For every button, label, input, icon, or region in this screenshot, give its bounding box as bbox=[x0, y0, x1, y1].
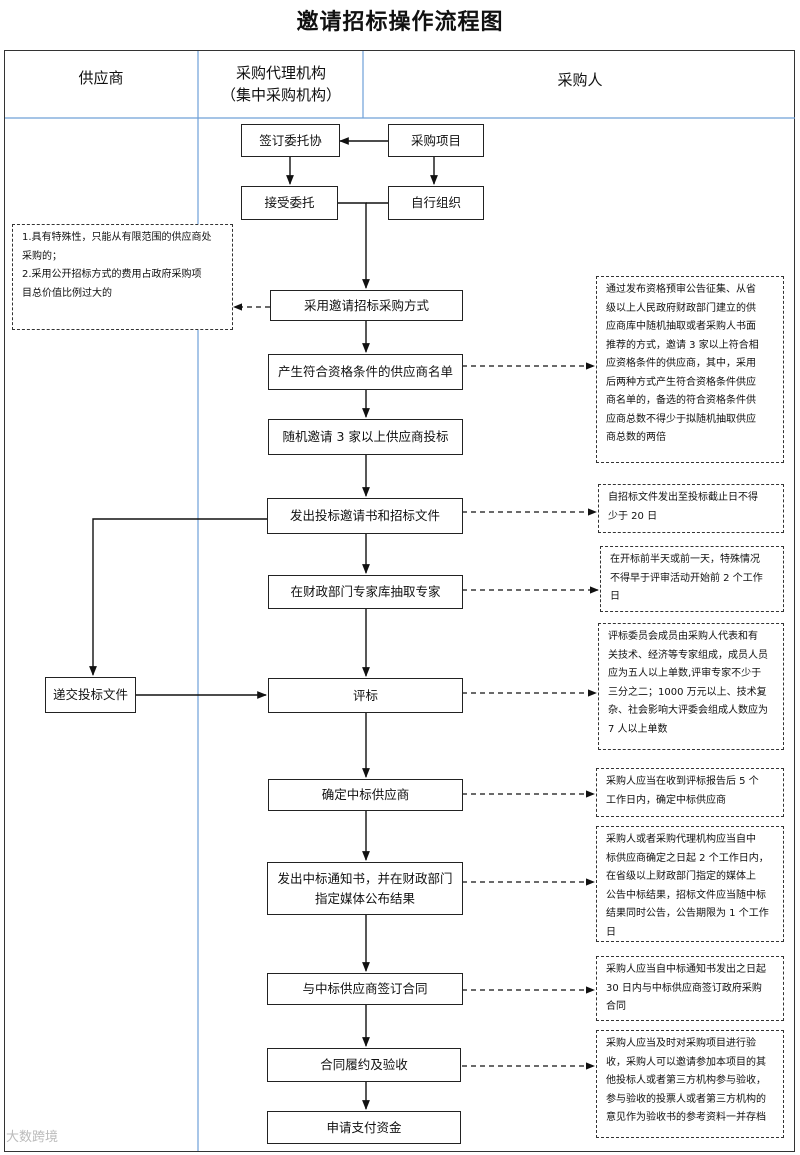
box-determine-winner: 确定中标供应商 bbox=[268, 779, 463, 811]
note-line: 应为五人以上单数,评审专家不少于 bbox=[608, 668, 762, 679]
note-line: 采购人应当及时对采购项目进行验 bbox=[606, 1038, 756, 1049]
watermark: 大数跨境 bbox=[6, 1130, 59, 1145]
page-title: 邀请招标操作流程图 bbox=[296, 10, 504, 35]
note-line: 结果同时公告，公告期限为 1 个工作 bbox=[606, 908, 769, 919]
note-line: 采购人或者采购代理机构应当自中 bbox=[606, 834, 756, 845]
note-line: 不得早于评审活动开始前 2 个工作 bbox=[610, 572, 763, 584]
box-supplier-list: 产生符合资格条件的供应商名单 bbox=[268, 354, 463, 390]
note-line: 少于 20 日 bbox=[608, 510, 658, 522]
note-line: 标供应商确定之日起 2 个工作日内， bbox=[606, 852, 769, 864]
note-line: 关技术、经济等专家组成，成员人员 bbox=[608, 649, 768, 661]
note-line: 他投标人或者第三方机构参与验收， bbox=[606, 1075, 766, 1086]
box-notify-winner-line1: 发出中标通知书，并在财政部门 bbox=[277, 870, 453, 886]
box-purchase-project: 采购项目 bbox=[388, 124, 484, 157]
box-notify-winner-line2: 指定媒体公布结果 bbox=[314, 890, 415, 906]
note-line: 日 bbox=[610, 591, 620, 602]
note-line: 采购人应当在收到评标报告后 5 个 bbox=[606, 776, 759, 787]
box-sign-contract: 与中标供应商签订合同 bbox=[267, 973, 463, 1005]
box-notify-winner: 发出中标通知书，并在财政部门 指定媒体公布结果 bbox=[267, 862, 463, 915]
diagram-frame bbox=[4, 50, 795, 1152]
note-line: 三分之二；1000 万元以上、技术复 bbox=[608, 686, 767, 698]
note-line: 收，采购人可以邀请参加本项目的其 bbox=[606, 1056, 766, 1068]
note-line: 自招标文件发出至投标截止日不得 bbox=[608, 492, 758, 503]
note-notify: 采购人或者采购代理机构应当自中 标供应商确定之日起 2 个工作日内， 在省级以上… bbox=[596, 826, 784, 942]
note-deadline: 自招标文件发出至投标截止日不得 少于 20 日 bbox=[598, 484, 784, 533]
note-line: 合同 bbox=[606, 1001, 626, 1012]
note-line: 30 日内与中标供应商签订政府采购 bbox=[606, 982, 762, 994]
note-conditions: 1.具有特殊性，只能从有限范围的供应商处 采购的； 2.采用公开招标方式的费用占… bbox=[12, 224, 233, 330]
note-acceptance: 采购人应当及时对采购项目进行验 收，采购人可以邀请参加本项目的其 他投标人或者第… bbox=[596, 1030, 784, 1138]
note-line: 1.具有特殊性，只能从有限范围的供应商处 bbox=[22, 232, 212, 243]
note-line: 应资格条件的供应商，其中，采用 bbox=[606, 358, 756, 369]
note-line: 参与验收的投票人或者第三方机构的 bbox=[606, 1093, 766, 1105]
note-line: 日 bbox=[606, 926, 616, 938]
note-line: 7 人以上单数 bbox=[608, 723, 668, 735]
note-line: 级以上人民政府财政部门建立的供 bbox=[606, 302, 756, 314]
note-line: 商名单的，备选的符合资格条件供 bbox=[606, 395, 756, 406]
note-line: 推荐的方式，邀请 3 家以上符合相 bbox=[606, 339, 759, 351]
note-line: 工作日内，确定中标供应商 bbox=[606, 794, 726, 806]
note-winner: 采购人应当在收到评标报告后 5 个 工作日内，确定中标供应商 bbox=[596, 768, 784, 817]
note-line: 应商库中随机抽取或者采购人书面 bbox=[606, 321, 756, 332]
note-evaluate: 评标委员会成员由采购人代表和有 关技术、经济等专家组成，成员人员 应为五人以上单… bbox=[598, 623, 784, 750]
column-agency-line2: （集中采购机构） bbox=[220, 86, 341, 104]
note-line: 意见作为验收书的参考资料一并存档 bbox=[606, 1112, 766, 1123]
column-purchaser: 采购人 bbox=[557, 71, 603, 89]
note-line: 评标委员会成员由采购人代表和有 bbox=[608, 631, 758, 642]
box-draw-experts: 在财政部门专家库抽取专家 bbox=[268, 575, 463, 609]
note-line: 商总数的两倍 bbox=[606, 432, 666, 443]
note-line: 通过发布资格预审公告征集、从省 bbox=[606, 284, 756, 295]
note-line: 杂、社会影响大评委会组成人数应为 bbox=[608, 705, 768, 716]
box-accept-entrust: 接受委托 bbox=[241, 186, 338, 220]
arrow-merge bbox=[338, 202, 370, 289]
note-line: 采购的； bbox=[22, 250, 62, 262]
note-contract: 采购人应当自中标通知书发出之日起 30 日内与中标供应商签订政府采购 合同 bbox=[596, 956, 784, 1021]
note-line: 应商总数不得少于拟随机抽取供应 bbox=[606, 413, 756, 425]
box-sign-entrust: 签订委托协 bbox=[241, 124, 340, 157]
column-supplier: 供应商 bbox=[78, 69, 124, 87]
box-submit-bid: 递交投标文件 bbox=[45, 677, 136, 713]
column-agency: 采购代理机构 （集中采购机构） bbox=[200, 62, 362, 106]
box-apply-payment: 申请支付资金 bbox=[267, 1111, 461, 1144]
note-line: 后两种方式产生符合资格条件供应 bbox=[606, 376, 756, 388]
note-supplier-list: 通过发布资格预审公告征集、从省 级以上人民政府财政部门建立的供 应商库中随机抽取… bbox=[596, 276, 784, 463]
box-adopt-method: 采用邀请招标采购方式 bbox=[270, 290, 463, 321]
box-self-organize: 自行组织 bbox=[388, 186, 484, 220]
note-line: 2.采用公开招标方式的费用占政府采购项 bbox=[22, 269, 202, 280]
box-perform-accept: 合同履约及验收 bbox=[267, 1048, 461, 1082]
note-line: 公告中标结果，招标文件应当随中标 bbox=[606, 889, 766, 901]
box-evaluate: 评标 bbox=[268, 678, 463, 713]
column-agency-line1: 采购代理机构 bbox=[235, 64, 326, 82]
box-random-invite: 随机邀请 3 家以上供应商投标 bbox=[268, 419, 463, 455]
note-line: 在开标前半天或前一天，特殊情况 bbox=[610, 554, 760, 565]
note-experts: 在开标前半天或前一天，特殊情况 不得早于评审活动开始前 2 个工作 日 bbox=[600, 546, 784, 612]
note-line: 在省级以上财政部门指定的媒体上 bbox=[606, 871, 756, 882]
arrow-to-supplier bbox=[89, 518, 267, 676]
note-line: 目总价值比例过大的 bbox=[22, 287, 112, 299]
box-issue-invitation: 发出投标邀请书和招标文件 bbox=[267, 498, 463, 534]
note-line: 采购人应当自中标通知书发出之日起 bbox=[606, 964, 766, 975]
